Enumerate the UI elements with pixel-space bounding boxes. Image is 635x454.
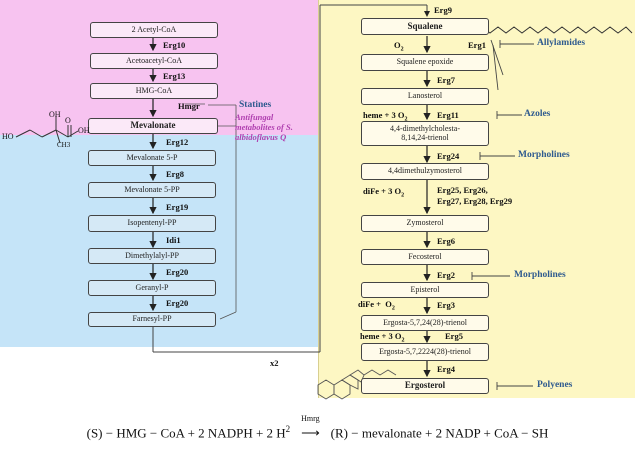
squalene-structure bbox=[473, 26, 633, 34]
enzyme-erg6: Erg6 bbox=[437, 236, 455, 246]
box-ergosterol: Ergosterol bbox=[361, 378, 489, 394]
mol-ho-left: HO bbox=[2, 132, 14, 141]
blue-region bbox=[0, 135, 318, 347]
cofactor-heme-1: heme + 3 O2 bbox=[363, 110, 408, 123]
equation-lhs: (S) − HMG − CoA + 2 NADPH + 2 H bbox=[86, 425, 286, 441]
box-ergosta-trienol: Ergosta-5,7,24(28)-trienol bbox=[361, 315, 489, 331]
cofactor-heme-2: heme + 3 O2 bbox=[360, 331, 405, 344]
box-squalene-epoxide: Squalene epoxide bbox=[361, 54, 489, 71]
enzyme-erg3: Erg3 bbox=[437, 300, 455, 310]
inhibitor-polyenes: Polyenes bbox=[537, 380, 573, 390]
enzyme-idi1: Idi1 bbox=[166, 235, 181, 245]
inhibitor-morpholines-2: Morpholines bbox=[514, 270, 566, 280]
box-dimethylcholesta: 4,4-dimethylcholesta- 8,14,24-trienol bbox=[361, 121, 489, 146]
box-zymosterol: Zymosterol bbox=[361, 215, 489, 232]
mol-oh-right: OH bbox=[78, 126, 90, 135]
box-acetyl-coa: 2 Acetyl-CoA bbox=[90, 22, 218, 38]
box-farnesyl-pp: Farnesyl-PP bbox=[88, 312, 216, 327]
box-dimethylalyl-pp: Dimethylalyl-PP bbox=[88, 248, 216, 264]
equation-rhs: (R) − mevalonate + 2 NADP + CoA − SH bbox=[330, 425, 549, 441]
cofactor-o2: O2 bbox=[394, 40, 404, 53]
enzyme-erg27-29: Erg27, Erg28, Erg29 bbox=[437, 196, 513, 206]
box-isopentenyl-pp: Isopentenyl-PP bbox=[88, 215, 216, 232]
dimethylcholesta-line-1: 4,4-dimethylcholesta- bbox=[390, 124, 460, 134]
box-squalene: Squalene bbox=[361, 18, 489, 35]
enzyme-erg5: Erg5 bbox=[445, 331, 463, 341]
enzyme-erg20-b: Erg20 bbox=[166, 298, 189, 308]
dimethylcholesta-line-2: 8,14,24-trienol bbox=[401, 132, 449, 142]
equation-superscript: 2 bbox=[285, 424, 291, 434]
box-geranyl-p: Geranyl-P bbox=[88, 280, 216, 296]
enzyme-erg1: Erg1 bbox=[468, 40, 486, 50]
enzyme-erg13: Erg13 bbox=[163, 71, 186, 81]
enzyme-erg9: Erg9 bbox=[434, 5, 452, 15]
box-dimethulzymosterol: 4,4dimethulzymosterol bbox=[361, 163, 489, 180]
enzyme-erg4: Erg4 bbox=[437, 364, 455, 374]
box-mevalonate-5pp: Mevalonate 5-PP bbox=[88, 182, 216, 198]
inhibitor-allylamides: Allylamides bbox=[537, 38, 586, 48]
box-acetoacetyl-coa: Acetoacetyl-CoA bbox=[90, 53, 218, 69]
box-ergosta-2224: Ergosta-5,7,2224(28)-trienol bbox=[361, 343, 489, 361]
equation-enzyme: Hmrg bbox=[301, 414, 320, 424]
mevalonate-structure bbox=[15, 117, 79, 144]
enzyme-erg10: Erg10 bbox=[163, 40, 186, 50]
antifungal-line-1: Antifungal bbox=[235, 112, 274, 122]
box-fecosterol: Fecosterol bbox=[361, 249, 489, 265]
box-hmg-coa: HMG-CoA bbox=[90, 83, 218, 99]
enzyme-erg11: Erg11 bbox=[437, 110, 459, 120]
box-episterol: Episterol bbox=[361, 282, 489, 298]
box-mevalonate: Mevalonate bbox=[88, 118, 218, 134]
inhibitor-statines: Statines bbox=[239, 100, 272, 110]
mol-oh-top: OH bbox=[49, 110, 61, 119]
equation-arrow: Hmrg⟶ bbox=[293, 414, 327, 441]
enzyme-erg2: Erg2 bbox=[437, 270, 455, 280]
enzyme-erg24: Erg24 bbox=[437, 151, 460, 161]
mol-ch3: CH3 bbox=[57, 141, 71, 149]
enzyme-erg25-26: Erg25, Erg26, bbox=[437, 185, 488, 195]
multiplier-x2: x2 bbox=[270, 358, 279, 368]
inhibitor-morpholines-1: Morpholines bbox=[518, 150, 570, 160]
inhibitor-azoles: Azoles bbox=[524, 109, 551, 119]
enzyme-erg8: Erg8 bbox=[166, 169, 184, 179]
antifungal-line-3: albidoflavus Q bbox=[235, 131, 287, 142]
enzyme-erg20-a: Erg20 bbox=[166, 267, 189, 277]
box-mevalonate-5p: Mevalonate 5-P bbox=[88, 150, 216, 166]
cofactor-dife-3: diFe + 3 O2 bbox=[363, 186, 405, 199]
reaction-equation: (S) − HMG − CoA + 2 NADPH + 2 H2 Hmrg⟶ (… bbox=[0, 414, 635, 441]
box-lanosterol: Lanosterol bbox=[361, 88, 489, 105]
antifungal-line-2: metabolites of S. bbox=[235, 121, 293, 132]
antifungal-note: Antifungal metabolites of S. albidoflavu… bbox=[235, 112, 293, 142]
mol-o: O bbox=[65, 116, 71, 125]
enzyme-erg12: Erg12 bbox=[166, 137, 189, 147]
enzyme-hmgr: Hmgr bbox=[178, 101, 200, 111]
enzyme-erg19: Erg19 bbox=[166, 202, 189, 212]
cofactor-dife-1: diFe + O2 bbox=[358, 299, 395, 312]
enzyme-erg7: Erg7 bbox=[437, 75, 455, 85]
